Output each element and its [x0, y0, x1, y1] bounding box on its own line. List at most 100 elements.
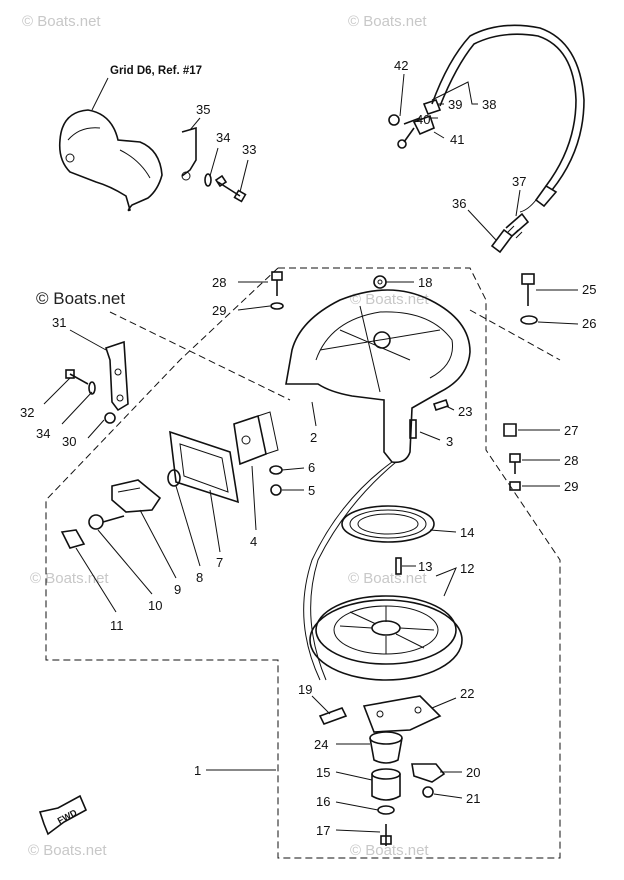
callout-16: 16	[316, 794, 330, 809]
watermark: © Boats.net	[350, 291, 429, 308]
starter-housing	[285, 289, 471, 464]
callout-18: 18	[418, 275, 432, 290]
part-18-nut	[373, 275, 387, 289]
watermark: © Boats.net	[348, 570, 427, 587]
callout-25: 25	[582, 282, 596, 297]
callout-14: 14	[460, 525, 474, 540]
callout-40: 40	[416, 112, 430, 127]
callout-29-lower: 29	[564, 479, 578, 494]
callout-13: 13	[418, 559, 432, 574]
part-26-washer	[520, 315, 538, 325]
part-30-nut	[104, 412, 116, 424]
watermark: © Boats.net	[350, 842, 429, 859]
part-29-collar-lower	[509, 481, 521, 491]
part-4-plate	[233, 411, 279, 466]
callout-10: 10	[148, 598, 162, 613]
part-12-pulley	[309, 595, 463, 681]
part-9-handle	[111, 479, 162, 513]
callout-39: 39	[448, 97, 462, 112]
part-23-pin	[432, 398, 450, 412]
callout-34: 34	[216, 130, 230, 145]
callout-42: 42	[394, 58, 408, 73]
callout-32: 32	[20, 405, 34, 420]
callouts: 1 2 3 4 5 6 7 8 9 10 11 12 13 14 15 16 1…	[20, 58, 596, 838]
part-28-bolt-lower	[509, 453, 521, 474]
callout-28-lower: 28	[564, 453, 578, 468]
callout-23: 23	[458, 404, 472, 419]
part-20-pawl	[411, 763, 446, 783]
callout-17: 17	[316, 823, 330, 838]
part-32-screw	[65, 369, 89, 385]
part-15-bushing	[371, 768, 401, 801]
part-11-tab	[60, 529, 86, 549]
part-7-cover-plate	[169, 430, 239, 504]
part-27-bushing	[503, 423, 517, 437]
engine-cover-inset	[58, 109, 163, 212]
part-33-screw	[214, 174, 247, 203]
part-14-spring	[341, 505, 435, 543]
part-8-spring	[167, 469, 181, 487]
part-3-pin	[409, 419, 417, 439]
starter-rope	[310, 461, 397, 681]
part-29-washer	[270, 302, 284, 310]
part-22-plate	[362, 695, 442, 733]
callout-6: 6	[308, 460, 315, 475]
callout-21: 21	[466, 791, 480, 806]
watermark: © Boats.net	[36, 289, 125, 308]
part-10-knob	[88, 514, 125, 530]
callout-9: 9	[174, 582, 181, 597]
callout-19: 19	[298, 682, 312, 697]
callout-26: 26	[582, 316, 596, 331]
watermark: © Boats.net	[30, 570, 109, 587]
part-21-spring	[422, 786, 434, 798]
callout-7: 7	[216, 555, 223, 570]
callout-12: 12	[460, 561, 474, 576]
callout-41: 41	[450, 132, 464, 147]
part-28-bolt	[271, 271, 283, 296]
part-35-bracket	[181, 126, 197, 181]
part-6-nut	[269, 465, 283, 475]
reference-label: Grid D6, Ref. #17	[110, 65, 202, 77]
alignment-line	[469, 309, 561, 361]
watermarks: © Boats.net © Boats.net © Boats.net © Bo…	[22, 13, 429, 859]
part-13-pin	[395, 557, 402, 575]
callout-27: 27	[564, 423, 578, 438]
part-5-screw	[270, 484, 282, 496]
callout-5: 5	[308, 483, 315, 498]
callout-4: 4	[250, 534, 257, 549]
part-24-cup	[369, 731, 403, 764]
fwd-label: FWD	[56, 807, 79, 826]
callout-22: 22	[460, 686, 474, 701]
part-34-washer-b	[88, 381, 96, 395]
assembly-boundary	[45, 267, 561, 859]
callout-37: 37	[512, 174, 526, 189]
cable-clamp-parts	[388, 99, 442, 149]
watermark: © Boats.net	[28, 842, 107, 859]
starter-rope	[303, 461, 393, 681]
callout-38: 38	[482, 97, 496, 112]
callout-30: 30	[62, 434, 76, 449]
part-25-bolt	[521, 273, 535, 306]
callout-2: 2	[310, 430, 317, 445]
callout-31: 31	[52, 315, 66, 330]
callout-8: 8	[196, 570, 203, 585]
alignment-line	[109, 311, 291, 401]
part-19-pin	[318, 707, 348, 725]
callout-29: 29	[212, 303, 226, 318]
part-17-screw	[380, 824, 392, 846]
part-16-washer	[377, 805, 395, 815]
reference-leader	[91, 77, 109, 111]
callout-3: 3	[446, 434, 453, 449]
callout-11: 11	[110, 618, 124, 633]
callout-15: 15	[316, 765, 330, 780]
callout-20: 20	[466, 765, 480, 780]
part-36-37-cable-end	[490, 212, 530, 254]
starter-cable	[431, 24, 585, 213]
watermark: © Boats.net	[348, 13, 427, 30]
part-34-washer	[204, 173, 212, 187]
callout-35: 35	[196, 102, 210, 117]
callout-28: 28	[212, 275, 226, 290]
callout-34-b: 34	[36, 426, 50, 441]
callout-24: 24	[314, 737, 328, 752]
